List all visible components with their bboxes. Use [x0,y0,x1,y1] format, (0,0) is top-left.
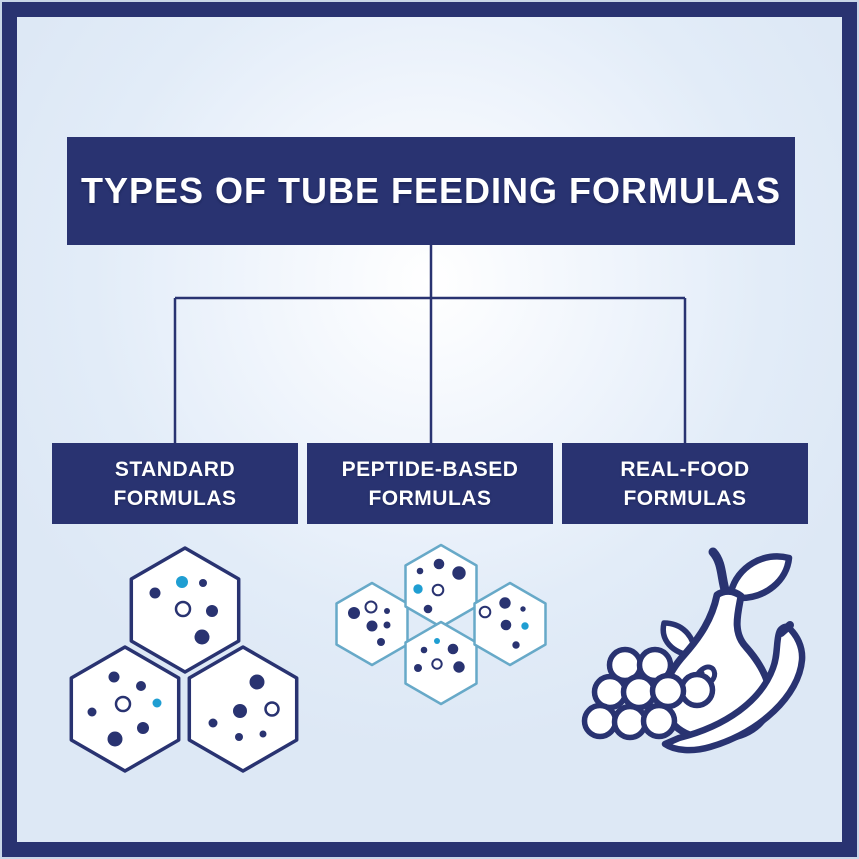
category-label: REAL-FOOD FORMULAS [620,457,750,510]
pear-grapes-banana-icon [581,547,806,754]
molecule-dots [348,558,529,673]
category-box-peptide-based-formulas: PEPTIDE-BASED FORMULAS [307,443,553,524]
large-hexagon-molecules-icon [69,546,299,773]
category-box-standard-formulas: STANDARD FORMULAS [52,443,298,524]
title-box: TYPES OF TUBE FEEDING FORMULAS [67,137,795,245]
banana-stem [777,621,794,637]
category-label: PEPTIDE-BASED FORMULAS [341,457,519,510]
category-label: STANDARD FORMULAS [113,457,237,510]
category-box-real-food-formulas: REAL-FOOD FORMULAS [562,443,808,524]
small-hexagon-molecules-icon [335,543,547,706]
molecule-dots [87,576,280,747]
grape-bunch [581,646,716,741]
page-title: TYPES OF TUBE FEEDING FORMULAS [80,170,782,211]
pear-stem [708,547,731,598]
